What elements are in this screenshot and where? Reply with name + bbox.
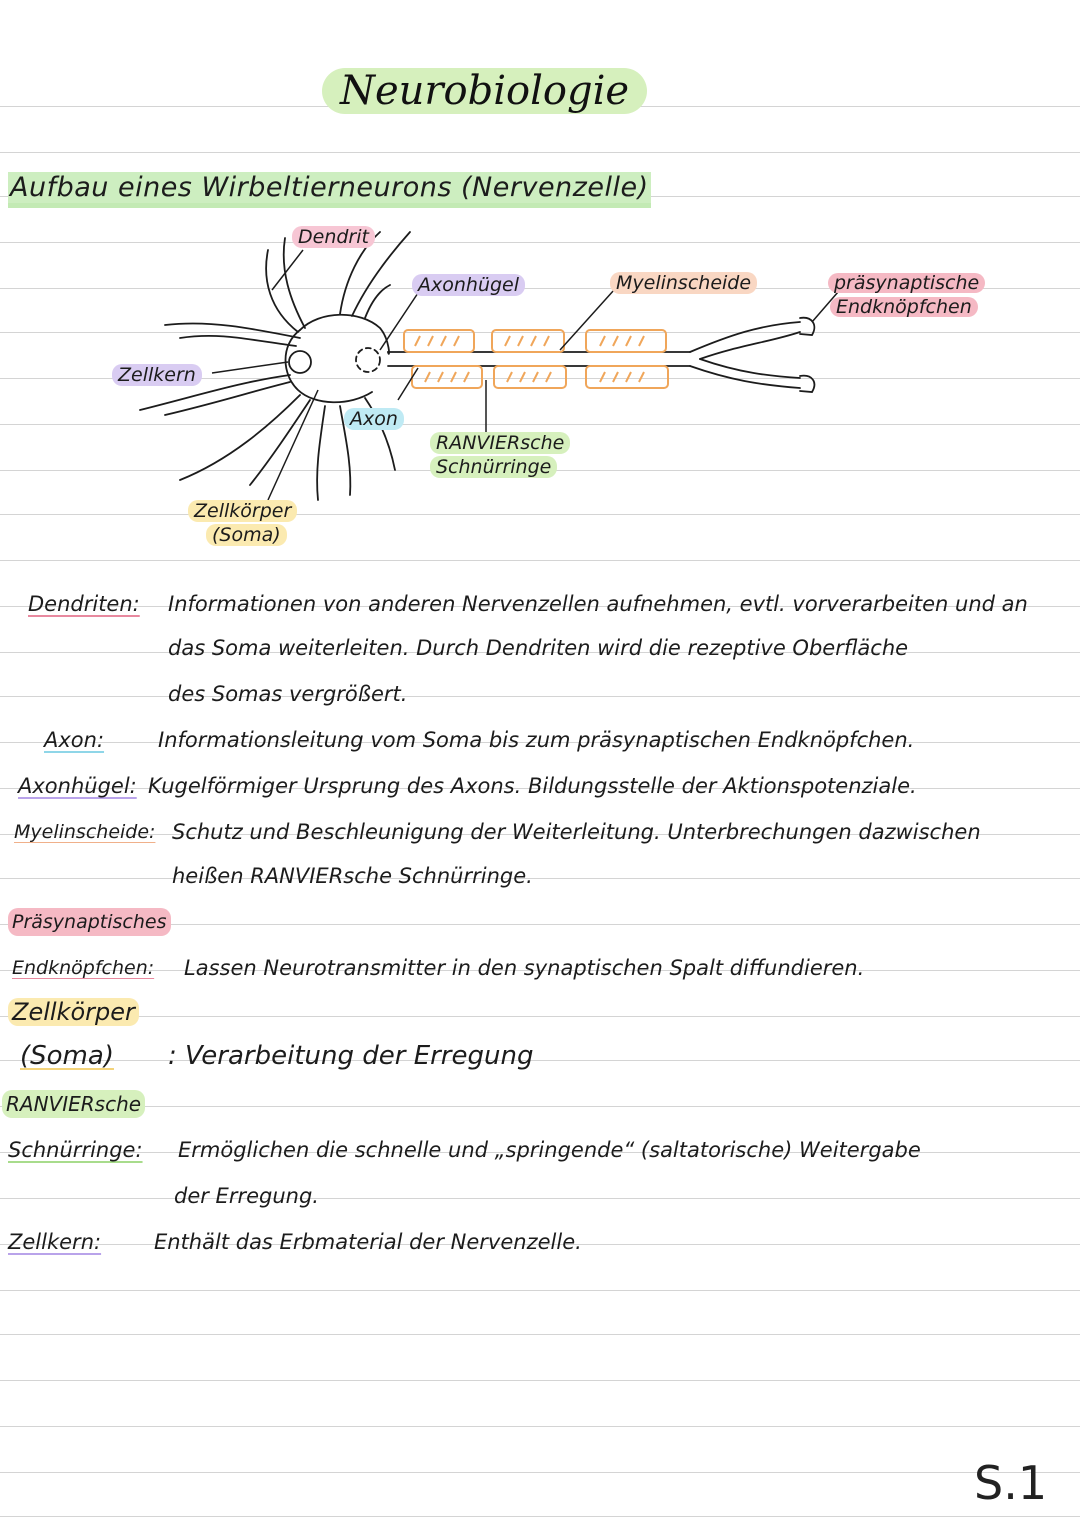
label-endknoepfchen-line2: Endknöpfchen	[830, 297, 978, 317]
section-heading-text: Aufbau eines Wirbeltierneurons (Nervenze…	[8, 172, 651, 208]
def-dendriten-line1: Informationen von anderen Nervenzellen a…	[168, 592, 1028, 616]
term-endknoepfchen-line1: Präsynaptisches	[8, 908, 171, 936]
neuron-diagram	[139, 231, 839, 501]
label-ranvier-line1: RANVIERsche	[430, 432, 571, 454]
def-zellkern-line1: Enthält das Erbmaterial der Nervenzelle.	[154, 1230, 582, 1254]
def-myelinscheide-line2: heißen RANVIERsche Schnürringe.	[172, 864, 533, 888]
label-axonhuegel: Axonhügel	[412, 274, 526, 296]
def-dendriten-line2: das Soma weiterleiten. Durch Dendriten w…	[168, 636, 909, 660]
label-zellkoerper-line2: (Soma)	[206, 524, 287, 546]
label-endknoepfchen-line1: präsynaptische	[828, 273, 986, 293]
term-dendriten: Dendriten:	[28, 592, 140, 616]
def-ranvier-line1: Ermöglichen die schnelle und „springende…	[178, 1138, 921, 1162]
label-zellkern: Zellkern	[112, 364, 202, 386]
label-ranvier-line2: Schnürringe	[430, 456, 558, 478]
term-ranvier-line2: Schnürringe:	[8, 1138, 143, 1162]
label-pointers	[211, 249, 839, 501]
term-axon: Axon:	[44, 728, 105, 752]
def-axonhuegel-line1: Kugelförmiger Ursprung des Axons. Bildun…	[148, 774, 917, 798]
term-axonhuegel: Axonhügel:	[18, 774, 137, 798]
label-myelinscheide: Myelinscheide	[610, 272, 758, 294]
term-ranvier-line1: RANVIERsche	[2, 1090, 146, 1118]
label-axon: Axon	[344, 408, 404, 430]
term-zellkoerper-line2: (Soma)	[20, 1041, 114, 1071]
term-zellkern: Zellkern:	[8, 1230, 102, 1254]
term-endknoepfchen-line2: Endknöpfchen:	[12, 957, 155, 979]
def-zellkoerper-line1: : Verarbeitung der Erregung	[168, 1041, 534, 1071]
page-number: S.1	[974, 1456, 1048, 1510]
def-dendriten-line3: des Somas vergrößert.	[168, 682, 408, 706]
label-zellkoerper-line1: Zellkörper	[188, 500, 298, 522]
label-dendrit: Dendrit	[292, 226, 375, 248]
term-myelinscheide: Myelinscheide:	[14, 821, 156, 843]
term-zellkoerper-line1: Zellkörper	[8, 998, 139, 1026]
myelin-sheaths	[403, 329, 669, 389]
def-axon-line1: Informationsleitung vom Soma bis zum prä…	[158, 728, 915, 752]
section-heading: Aufbau eines Wirbeltierneurons (Nervenze…	[8, 172, 651, 208]
page-title: Neurobiologie	[322, 68, 648, 114]
def-endknoepfchen-line1: Lassen Neurotransmitter in den synaptisc…	[184, 956, 865, 980]
def-ranvier-line2: der Erregung.	[174, 1184, 319, 1208]
def-myelinscheide-line1: Schutz und Beschleunigung der Weiterleit…	[172, 820, 981, 844]
